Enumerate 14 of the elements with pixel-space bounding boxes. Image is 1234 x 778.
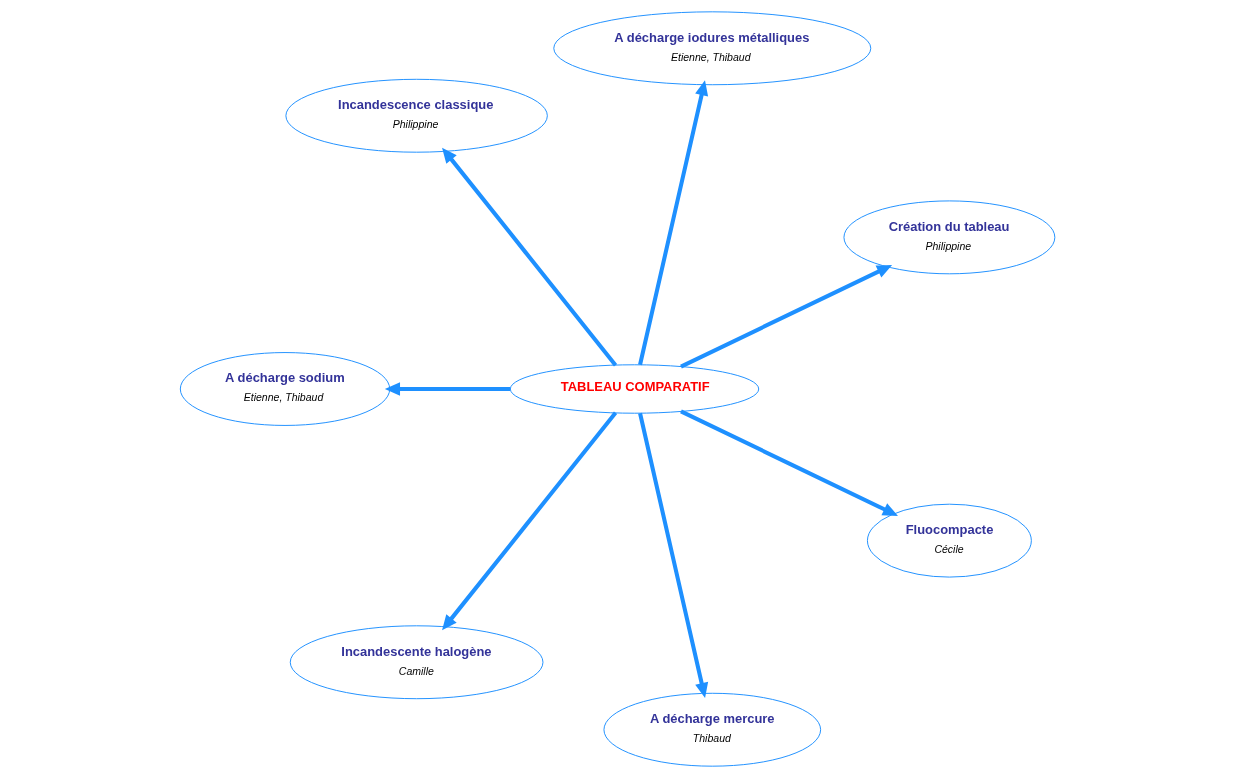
node-ellipse: A décharge mercure Thibaud (602, 692, 821, 767)
node-ellipse: Création du tableau Philippine (842, 200, 1055, 275)
node-ellipse: Incandescente halogène Camille (289, 625, 543, 700)
arrow (679, 264, 892, 369)
node-ellipse: Incandescence classique Philippine (284, 78, 548, 153)
arrow (441, 147, 617, 367)
node-ellipse: A décharge sodium Etienne, Thibaud (179, 352, 390, 426)
arrow (637, 80, 708, 366)
arrow (384, 382, 510, 396)
node-ellipse: A décharge iodures métalliques Etienne, Thibaud (552, 11, 871, 86)
arrow (679, 409, 898, 516)
node-ellipse: TABLEAU COMPARATIF (509, 364, 759, 414)
arrow (637, 412, 708, 699)
arrow (441, 411, 617, 631)
